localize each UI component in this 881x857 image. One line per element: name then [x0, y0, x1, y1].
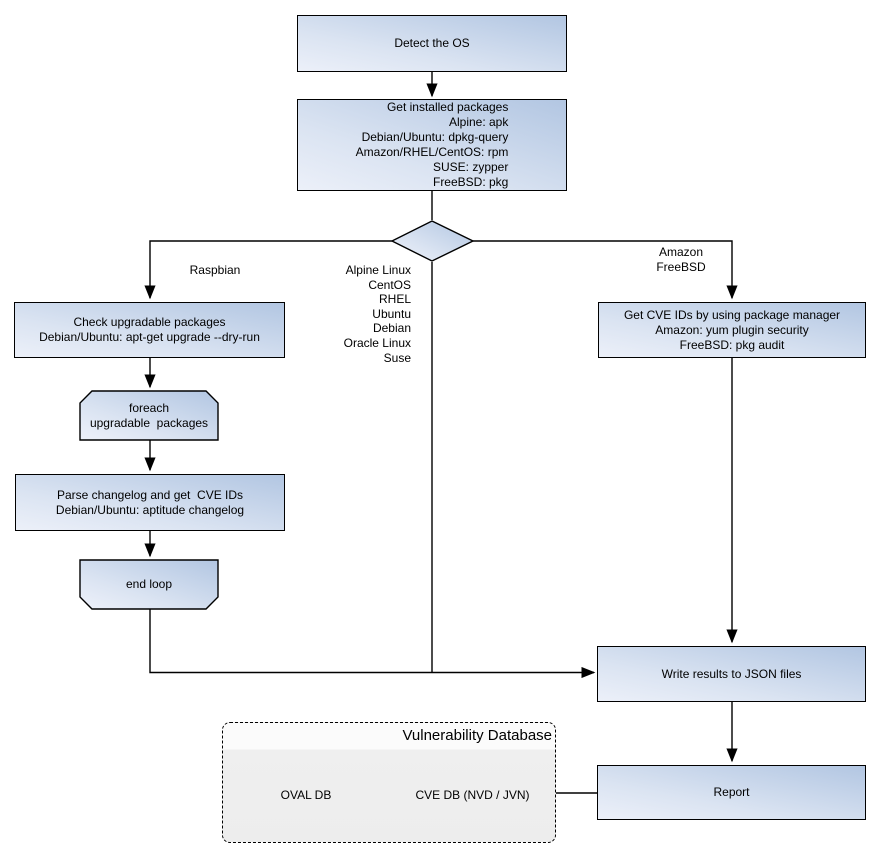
- node-get-installed-packages-label: Get installed packages Alpine: apk Debia…: [355, 100, 509, 189]
- node-write-results: Write results to JSON files: [597, 646, 866, 702]
- node-get-installed-packages: Get installed packages Alpine: apk Debia…: [297, 99, 567, 191]
- node-detect-os: Detect the OS: [297, 15, 567, 72]
- node-get-cve-ids: Get CVE IDs by using package manager Ama…: [598, 302, 866, 358]
- loop-end-shape: [79, 559, 219, 610]
- node-check-upgradable-packages-label: Check upgradable packages Debian/Ubuntu:…: [39, 315, 260, 344]
- node-write-results-label: Write results to JSON files: [661, 666, 802, 681]
- vulnerability-database-title: Vulnerability Database: [402, 727, 552, 744]
- node-get-cve-ids-label: Get CVE IDs by using package manager Ama…: [623, 307, 841, 352]
- node-parse-changelog: Parse changelog and get CVE IDs Debian/U…: [15, 474, 285, 531]
- edge-label-raspbian: Raspbian: [189, 263, 241, 277]
- edge-label-amazon-freebsd: Amazon FreeBSD: [656, 245, 706, 274]
- edge-decision-to-check-upgradable: [144, 240, 392, 300]
- node-report-label: Report: [713, 785, 750, 799]
- node-report: Report: [597, 765, 866, 820]
- loop-start-shape: [79, 390, 219, 441]
- edge-label-os-list: Alpine Linux CentOS RHEL Ubuntu Debian O…: [343, 263, 411, 365]
- loop-end-label: end loop: [125, 577, 173, 591]
- loop-start-label: foreach upgradable packages: [89, 400, 209, 430]
- decision-diamond: [390, 220, 475, 262]
- edge-decision-to-get-cve: [473, 240, 738, 300]
- cve-db-label: CVE DB (NVD / JVN): [415, 787, 530, 802]
- oval-db-label: OVAL DB: [280, 787, 332, 802]
- edge-endloop-to-write-results: [149, 609, 596, 679]
- node-parse-changelog-label: Parse changelog and get CVE IDs Debian/U…: [55, 487, 245, 517]
- vulnerability-database-group: Vulnerability Database: [222, 722, 556, 843]
- node-detect-os-label: Detect the OS: [394, 36, 470, 50]
- node-check-upgradable-packages: Check upgradable packages Debian/Ubuntu:…: [14, 302, 285, 358]
